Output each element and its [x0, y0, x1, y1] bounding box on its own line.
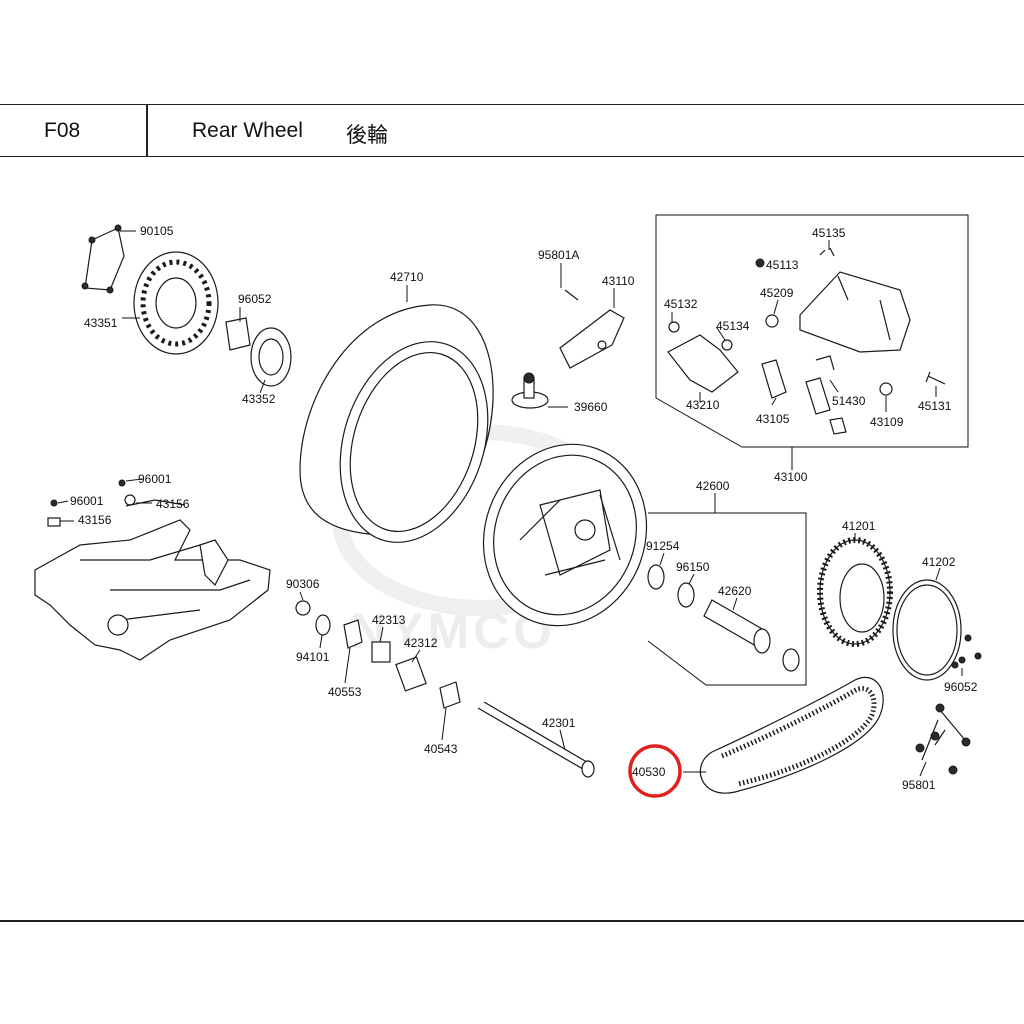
label-39660: 39660 [574, 400, 608, 414]
label-42620: 42620 [718, 584, 752, 598]
tire-valve [511, 372, 549, 409]
pulley-cover-41202 [892, 579, 962, 681]
adjuster-40543 [439, 681, 461, 709]
label-42312: 42312 [404, 636, 438, 650]
leader-lines [57, 230, 963, 777]
seal-45209 [765, 314, 779, 328]
label-51430: 51430 [832, 394, 866, 408]
label-42313: 42313 [372, 613, 406, 627]
swingarm [34, 519, 271, 661]
disc-bolts [81, 224, 125, 294]
label-94101: 94101 [296, 650, 330, 664]
label-41202: 41202 [922, 555, 956, 569]
label-43352: 43352 [242, 392, 276, 406]
bearing-91254 [647, 564, 665, 590]
sensor-ring [250, 327, 292, 387]
label-43100: 43100 [774, 470, 808, 484]
brake-disc [133, 251, 219, 355]
boot-45134 [721, 339, 733, 351]
label-95801: 95801 [902, 778, 936, 792]
bolt-45131 [925, 371, 946, 385]
bleeder-45113 [755, 258, 765, 268]
bearing-96150 [677, 582, 695, 608]
label-42710: 42710 [390, 270, 424, 284]
label-45132: 45132 [664, 297, 698, 311]
washer-43109 [879, 382, 893, 396]
label-42301: 42301 [542, 716, 576, 730]
swingarm-bolts [47, 479, 186, 527]
label-95801A: 95801A [538, 248, 579, 262]
label-43105: 43105 [756, 412, 790, 426]
bearing-kit-box [647, 512, 807, 686]
pad-spring [815, 355, 847, 435]
label-43351: 43351 [84, 316, 118, 330]
frame-bottom [0, 920, 1024, 922]
label-45113: 45113 [766, 258, 799, 272]
caliper-kit-box [655, 214, 969, 448]
label-96001-top: 96001 [138, 472, 172, 486]
label-45209: 45209 [760, 286, 794, 300]
label-45131: 45131 [918, 399, 952, 413]
belt-bolts-95801 [915, 703, 971, 775]
label-40553: 40553 [328, 685, 362, 699]
label-43156-left: 43156 [78, 513, 112, 527]
page-title: Rear Wheel [192, 119, 303, 142]
seal-right [782, 648, 800, 672]
header-row [0, 104, 1024, 157]
driven-pulley [817, 537, 893, 647]
label-43110: 43110 [602, 274, 635, 288]
pulley-bolts-96052 [951, 634, 982, 669]
label-96052-pulley: 96052 [944, 680, 978, 694]
pin-45135 [819, 247, 835, 257]
label-90105: 90105 [140, 224, 174, 238]
collar-42313 [371, 641, 391, 663]
rear-rim [482, 443, 648, 627]
nut-90306 [295, 600, 311, 616]
label-96150: 96150 [676, 560, 710, 574]
label-43156-right: 43156 [156, 497, 190, 511]
adjuster-40553 [343, 619, 363, 649]
label-96001: 96001 [70, 494, 104, 508]
label-41201: 41201 [842, 519, 876, 533]
drive-belt-40530 [699, 676, 884, 794]
label-40530: 40530 [632, 765, 666, 779]
washer-94101 [315, 614, 331, 636]
label-43109: 43109 [870, 415, 904, 429]
caliper-support [667, 334, 739, 393]
page-title-cn: 後輪 [346, 123, 388, 147]
label-96052-disc: 96052 [238, 292, 272, 306]
disc-clip [225, 317, 251, 351]
header-divider [146, 104, 148, 157]
rear-tire [299, 304, 494, 543]
highlight-circle [628, 744, 682, 798]
brake-pads [761, 359, 831, 415]
page-code: F08 [44, 119, 81, 142]
label-43210: 43210 [686, 398, 720, 412]
caliper-bracket [559, 289, 625, 369]
collar-42312 [395, 656, 427, 692]
label-40543: 40543 [424, 742, 458, 756]
bearing-right [753, 628, 771, 654]
label-45134: 45134 [716, 319, 750, 333]
label-42600: 42600 [696, 479, 730, 493]
label-90306: 90306 [286, 577, 320, 591]
label-91254: 91254 [646, 539, 680, 553]
label-45135: 45135 [812, 226, 846, 240]
rear-axle [477, 701, 595, 778]
nut-45132 [668, 321, 680, 333]
caliper-body [799, 271, 911, 353]
